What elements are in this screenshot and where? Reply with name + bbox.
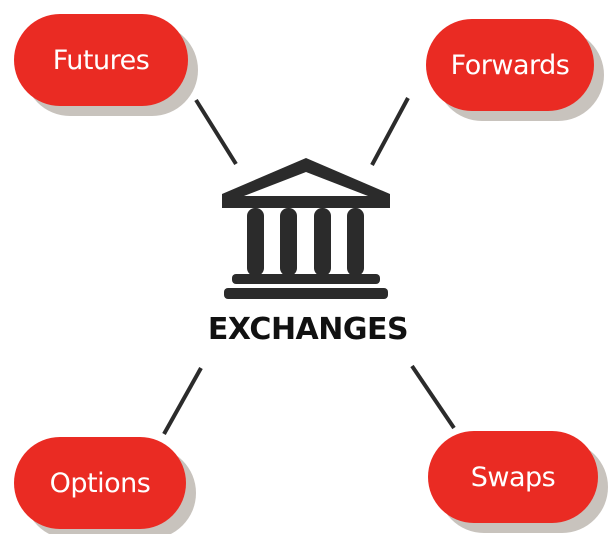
connector-futures [194, 98, 238, 166]
node-futures-label: Futures [52, 44, 150, 76]
connector-swaps [410, 364, 456, 430]
node-futures: Futures [14, 14, 188, 106]
node-forwards-label: Forwards [450, 49, 570, 81]
node-forwards: Forwards [426, 19, 594, 111]
node-options-label: Options [49, 467, 151, 499]
node-options: Options [14, 437, 186, 529]
node-swaps-label: Swaps [470, 461, 556, 493]
connector-options [162, 367, 203, 435]
bank-building-icon [222, 158, 390, 299]
connector-forwards [370, 97, 410, 166]
center-title: EXCHANGES [207, 312, 409, 347]
node-swaps: Swaps [428, 431, 598, 523]
